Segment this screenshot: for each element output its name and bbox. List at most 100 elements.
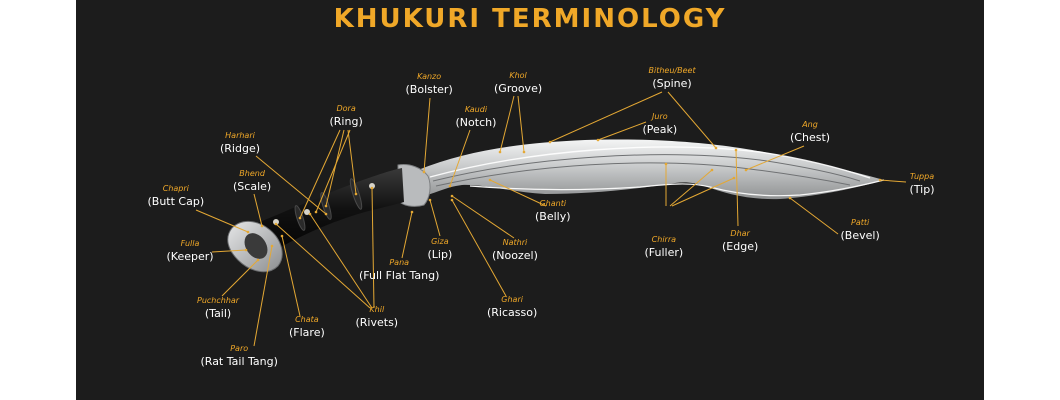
- part-label-chapri: Chapri (Butt Cap): [148, 182, 205, 208]
- part-nepali-name: Fulla: [180, 239, 200, 248]
- leader-dot-chirra: [664, 162, 668, 166]
- part-english-name: (Full Flat Tang): [359, 269, 440, 282]
- leader-dot-chata: [280, 234, 284, 238]
- part-nepali-name: Dora: [336, 104, 356, 113]
- part-english-name: (Bevel): [840, 229, 880, 242]
- leader-dot-kaudi: [448, 184, 452, 188]
- part-english-name: (Keeper): [166, 250, 214, 263]
- part-nepali-name: Nathri: [502, 238, 528, 247]
- leader-line-khil: [275, 223, 371, 309]
- edge-bevel: [469, 179, 885, 197]
- part-label-kaudi: Kaudi (Notch): [456, 103, 497, 129]
- part-english-name: (Ridge): [220, 142, 261, 155]
- part-label-dhar: Dhar (Edge): [722, 227, 758, 253]
- leader-line-patti: [789, 197, 839, 235]
- leader-dot-dora: [324, 204, 328, 208]
- part-nepali-name: Dhar: [730, 229, 750, 238]
- leader-dot-harhari: [324, 212, 328, 216]
- leader-line-dora: [347, 129, 357, 195]
- part-english-name: (Chest): [790, 131, 831, 144]
- leader-line-dhar: [735, 149, 739, 227]
- leader-dot-dhar: [734, 148, 738, 152]
- bolster-shape: [397, 164, 431, 207]
- part-nepali-name: Kaudi: [464, 105, 488, 114]
- part-nepali-name: Puchchhar: [197, 296, 240, 305]
- leader-dot-chirra: [732, 176, 736, 180]
- part-english-name: (Ricasso): [487, 306, 538, 319]
- part-english-name: (Bolster): [405, 83, 453, 96]
- diagram-title: KHUKURI TERMINOLOGY: [333, 4, 727, 34]
- part-english-name: (Notch): [455, 116, 497, 129]
- leader-line-nathri: [451, 195, 515, 239]
- leader-dot-ang: [744, 168, 748, 172]
- part-label-khil: Khil(Rivets): [356, 303, 399, 329]
- part-label-fulla: Fulla (Keeper): [167, 237, 214, 263]
- leader-line-chirra: [669, 169, 713, 207]
- part-label-nathri: Nathri (Noozel): [492, 236, 538, 262]
- part-label-patti: Patti(Bevel): [841, 216, 880, 242]
- part-nepali-name: Pana: [389, 258, 410, 267]
- part-english-name: (Tail): [204, 307, 232, 320]
- part-english-name: (Lip): [427, 248, 453, 261]
- leader-line-kaudi: [449, 129, 471, 187]
- part-nepali-name: Bitheu/Beet: [648, 66, 696, 75]
- leader-line-pana: [401, 211, 413, 259]
- leader-dot-giza: [428, 198, 432, 202]
- part-nepali-name: Juro: [652, 112, 668, 121]
- part-label-giza: Giza (Lip): [428, 235, 453, 261]
- part-nepali-name: Ghari: [501, 295, 523, 304]
- part-label-chata: Chata(Flare): [289, 313, 325, 339]
- leader-line-harhari: [255, 155, 327, 215]
- leader-line-bitheu: [549, 91, 663, 143]
- leader-dot-tuppa: [878, 178, 882, 182]
- leader-line-bitheu: [667, 91, 717, 149]
- leader-dot-juro: [596, 138, 600, 142]
- leader-dot-bitheu: [548, 140, 552, 144]
- blade-shape: [418, 139, 884, 200]
- leader-dot-chirra: [710, 168, 714, 172]
- leader-dot-khol: [498, 150, 502, 154]
- part-english-name: (Butt Cap): [147, 195, 205, 208]
- part-label-paro: Paro(Rat Tail Tang): [201, 342, 278, 368]
- part-english-name: (Rat Tail Tang): [200, 355, 278, 368]
- part-nepali-name: Ghanti: [539, 199, 567, 208]
- part-label-ghari: Ghari (Ricasso): [487, 293, 537, 319]
- leader-dot-nathri: [450, 194, 454, 198]
- part-label-bitheu: Bitheu/Beet(Spine): [649, 64, 696, 90]
- part-english-name: (Noozel): [492, 249, 538, 262]
- fuller-line: [432, 154, 861, 182]
- part-label-puchchhar: Puchchhar (Tail): [197, 294, 239, 320]
- leader-line-juro: [597, 121, 647, 141]
- leader-dot-khil: [308, 212, 312, 216]
- part-english-name: (Edge): [722, 240, 759, 253]
- leader-dot-dora: [298, 216, 302, 220]
- leader-line-chirra: [671, 177, 735, 207]
- diagram-background: [76, 0, 984, 400]
- part-nepali-name: Giza: [431, 237, 449, 246]
- leader-dot-fulla: [244, 248, 248, 252]
- rivet-shape: [273, 219, 279, 225]
- part-nepali-name: Chapri: [162, 184, 189, 193]
- part-label-kanzo: Kanzo (Bolster): [406, 70, 453, 96]
- leader-dot-chapri: [246, 230, 250, 234]
- leader-dot-puchchhar: [256, 258, 260, 262]
- leader-line-chata: [281, 235, 301, 317]
- part-english-name: (Peak): [642, 123, 678, 136]
- part-label-bhend: Bhend(Scale): [233, 167, 271, 193]
- part-english-name: (Flare): [289, 326, 325, 339]
- leader-line-puchchhar: [221, 259, 259, 297]
- part-english-name: (Scale): [233, 180, 272, 193]
- leader-line-chapri: [195, 209, 249, 233]
- part-english-name: (Groove): [494, 82, 543, 95]
- part-label-pana: Pana (Full Flat Tang): [359, 256, 439, 282]
- part-nepali-name: Kanzo: [417, 72, 442, 81]
- leader-dot-bitheu: [714, 146, 718, 150]
- leader-line-paro: [253, 245, 273, 347]
- leader-line-ang: [745, 145, 805, 171]
- part-english-name: (Tip): [909, 183, 935, 196]
- leader-line-fulla: [211, 249, 247, 253]
- part-english-name: (Fuller): [644, 246, 684, 259]
- part-nepali-name: Harhari: [225, 131, 255, 140]
- leader-line-tuppa: [879, 179, 907, 183]
- part-nepali-name: Ang: [802, 120, 818, 129]
